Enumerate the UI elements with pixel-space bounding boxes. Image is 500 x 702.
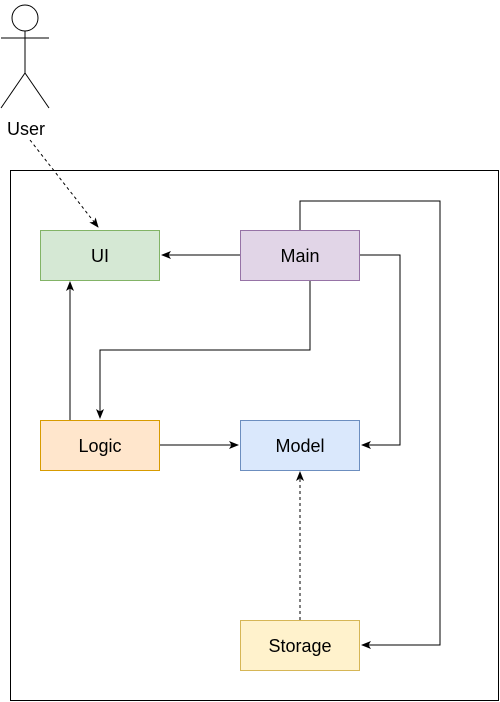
- node-model-label: Model: [275, 436, 324, 456]
- node-main-label: Main: [280, 246, 319, 266]
- node-model[interactable]: Model: [240, 420, 360, 471]
- node-model-box: [240, 420, 360, 471]
- edge-main-to-logic: [96, 280, 311, 419]
- node-storage-box: [240, 620, 360, 671]
- edge-main-to-storage: [299, 200, 441, 649]
- node-logic-label: Logic: [78, 436, 121, 456]
- node-storage-label: Storage: [268, 636, 331, 656]
- node-main[interactable]: Main: [240, 230, 360, 281]
- user-actor: User: [0, 4, 50, 139]
- connectors: [29, 139, 441, 649]
- node-logic-box: [40, 420, 160, 471]
- node-main-box: [240, 230, 360, 281]
- edge-user-to-ui: [29, 139, 99, 228]
- system-boundary: [10, 170, 499, 701]
- edge-main-to-model: [360, 254, 401, 449]
- user-actor-label: User: [7, 119, 45, 139]
- node-storage[interactable]: Storage: [240, 620, 360, 671]
- node-ui-label: UI: [91, 246, 109, 266]
- node-logic[interactable]: Logic: [40, 420, 160, 471]
- node-ui-box: [40, 230, 160, 281]
- user-actor-icon: [0, 4, 50, 109]
- node-ui[interactable]: UI: [40, 230, 160, 281]
